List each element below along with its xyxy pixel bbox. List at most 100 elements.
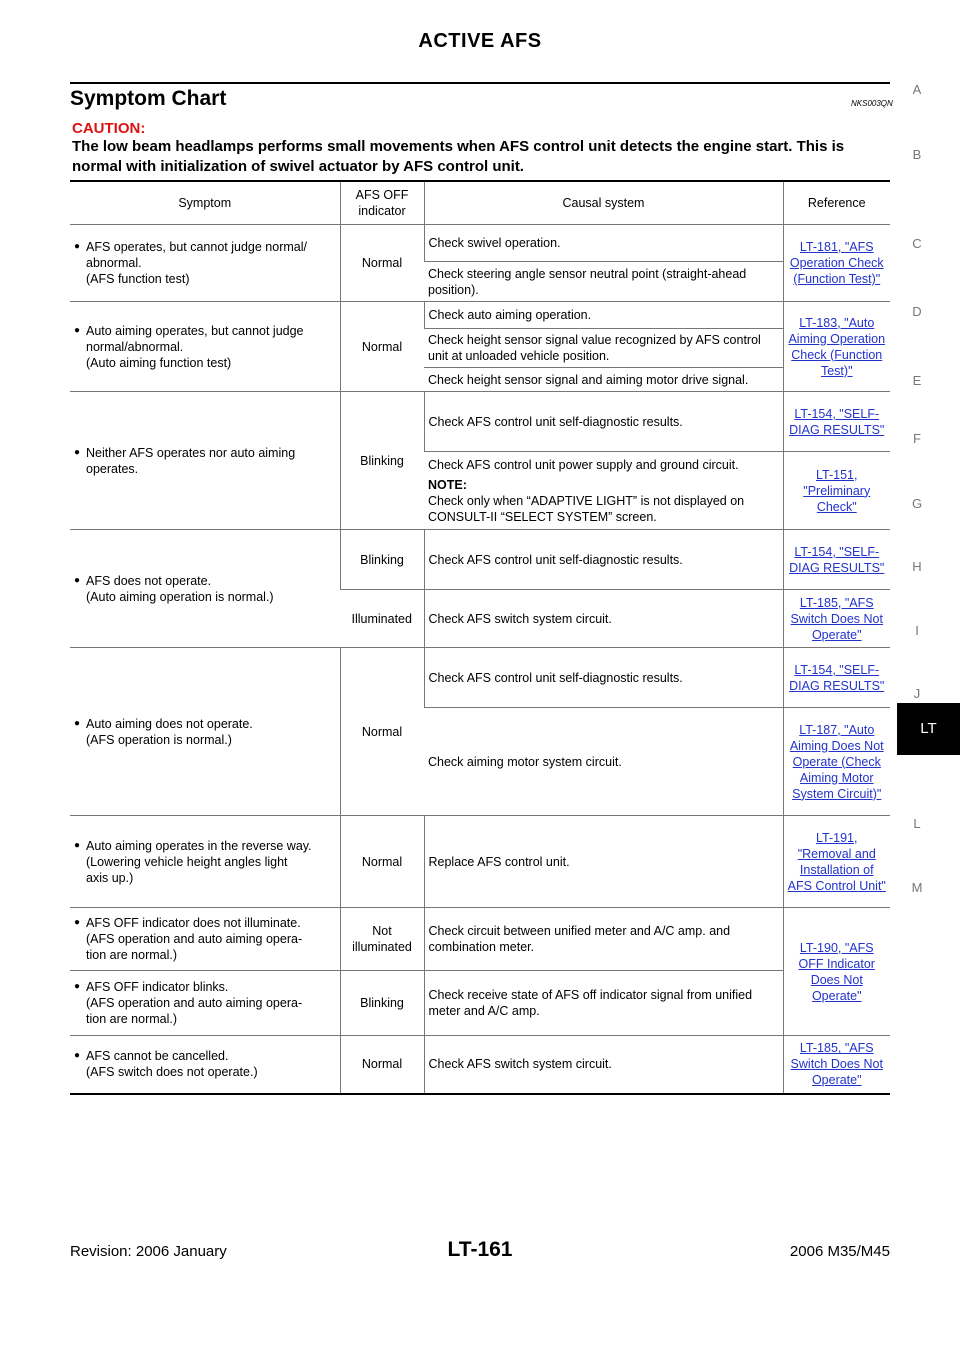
reference-cell: LT-190, "AFS OFF Indicator Does Not Oper…: [782, 907, 890, 1036]
side-index-letter[interactable]: M: [911, 880, 923, 895]
symptom-cell: ● Auto aiming operates, but cannot judge…: [70, 301, 340, 392]
bullet-icon: ●: [74, 241, 81, 252]
causal-cell: Check height sensor signal and aiming mo…: [424, 367, 783, 392]
symptom-cell: ● Auto aiming operates in the reverse wa…: [70, 815, 340, 908]
header-indicator: AFS OFF indicator: [339, 180, 424, 225]
symptom-chart-table: Symptom AFS OFF indicator Causal system …: [70, 180, 890, 1095]
bullet-icon: ●: [74, 839, 81, 851]
footer-revision: Revision: 2006 January: [70, 1243, 227, 1260]
symptom-cell: ● AFS does not operate.(Auto aiming oper…: [70, 529, 340, 648]
causal-cell: Check circuit between unified meter and …: [423, 907, 783, 971]
section-code: NKS003QN: [851, 99, 893, 108]
header-symptom: Symptom: [70, 180, 340, 225]
side-index-letter[interactable]: J: [913, 686, 921, 701]
reference-link[interactable]: LT-151, "Preliminary Check": [803, 467, 871, 514]
table-row: ● AFS cannot be cancelled.(AFS switch do…: [70, 1035, 890, 1095]
reference-link[interactable]: LT-185, "AFS Switch Does Not Operate": [790, 1041, 883, 1088]
table-row: Check height sensor signal value recogni…: [70, 328, 890, 368]
symptom-cell: ● AFS cannot be cancelled.(AFS switch do…: [70, 1035, 340, 1095]
bullet-icon: ●: [74, 981, 81, 992]
reference-link[interactable]: LT-181, "AFS Operation Check (Function T…: [789, 240, 884, 286]
side-index-letter[interactable]: G: [911, 496, 923, 511]
reference-link[interactable]: LT-185, "AFS Switch Does Not Operate": [790, 595, 883, 642]
side-index-active-tab[interactable]: LT: [897, 703, 960, 755]
side-index-letter[interactable]: A: [912, 82, 922, 97]
bullet-icon: ●: [74, 324, 81, 336]
footer-page-number: LT-161: [447, 1238, 513, 1261]
reference-cell: LT-154, "SELF-DIAG RESULTS": [782, 391, 890, 452]
side-index-letter[interactable]: E: [912, 373, 922, 388]
indicator-cell: Normal: [339, 301, 424, 392]
indicator-cell: Normal: [339, 815, 424, 908]
indicator-cell: Illuminated: [340, 589, 424, 648]
reference-link[interactable]: LT-154, "SELF-DIAG RESULTS": [789, 662, 885, 693]
section-title: Symptom Chart: [70, 87, 227, 110]
reference-cell: LT-185, "AFS Switch Does Not Operate": [782, 1035, 890, 1095]
reference-link[interactable]: LT-187, "Auto Aiming Does Not Operate (C…: [789, 722, 884, 801]
causal-cell: Check AFS control unit self-diagnostic r…: [423, 647, 783, 708]
bullet-icon: ●: [74, 574, 81, 586]
causal-cell: Check AFS switch system circuit.: [423, 1035, 783, 1095]
side-index-letter[interactable]: D: [912, 304, 922, 319]
side-index-letter[interactable]: B: [912, 147, 922, 162]
bullet-icon: ●: [74, 917, 81, 928]
header-reference: Reference: [782, 180, 890, 225]
reference-link[interactable]: LT-183, "Auto Aiming Operation Check (Fu…: [788, 315, 886, 378]
header-rule: [70, 82, 890, 84]
reference-cell: LT-185, "AFS Switch Does Not Operate": [782, 589, 890, 648]
side-index-letter[interactable]: L: [913, 816, 921, 831]
header-causal: Causal system: [423, 180, 783, 225]
reference-cell: LT-154, "SELF-DIAG RESULTS": [782, 647, 890, 708]
symptom-cell: ● Auto aiming does not operate.(AFS oper…: [70, 647, 340, 816]
causal-cell: Check swivel operation.: [423, 224, 783, 262]
table-row: Check AFS control unit power supply and …: [70, 451, 890, 530]
reference-link[interactable]: LT-191, "Removal and Installation of AFS…: [787, 830, 886, 893]
table-row: ● AFS operates, but cannot judge normal/…: [70, 224, 890, 302]
side-index-letter[interactable]: C: [912, 236, 922, 251]
page-header-title: ACTIVE AFS: [418, 30, 542, 52]
symptom-cell: ● AFS OFF indicator does not illuminate.…: [70, 907, 340, 971]
reference-cell: LT-151, "Preliminary Check": [782, 451, 890, 530]
reference-cell: LT-183, "Auto Aiming Operation Check (Fu…: [782, 301, 890, 392]
bullet-icon: ●: [74, 446, 81, 458]
side-index-letter[interactable]: F: [913, 431, 921, 446]
indicator-cell: Blinking: [339, 970, 424, 1036]
reference-link[interactable]: LT-154, "SELF-DIAG RESULTS": [789, 544, 885, 575]
note-label: NOTE:: [428, 477, 467, 492]
reference-cell: LT-187, "Auto Aiming Does Not Operate (C…: [782, 707, 890, 816]
reference-cell: LT-181, "AFS Operation Check (Function T…: [782, 224, 890, 302]
reference-cell: LT-154, "SELF-DIAG RESULTS": [782, 529, 890, 590]
reference-cell: LT-191, "Removal and Installation of AFS…: [782, 815, 890, 908]
table-row: ● Auto aiming operates, but cannot judge…: [70, 301, 890, 392]
indicator-cell: Not illuminated: [339, 907, 424, 971]
caution-label: CAUTION:: [72, 120, 146, 137]
bullet-icon: ●: [74, 717, 81, 729]
table-row: Check steering angle sensor neutral poin…: [70, 261, 890, 302]
table-row: Check aiming motor system circuit. LT-18…: [70, 707, 890, 816]
causal-cell: Replace AFS control unit.: [423, 815, 783, 908]
indicator-cell: Normal: [339, 647, 424, 816]
indicator-cell: Normal: [339, 224, 424, 302]
causal-cell: Check receive state of AFS off indicator…: [423, 970, 783, 1036]
table-header-row: Symptom AFS OFF indicator Causal system …: [70, 180, 890, 225]
causal-cell: Check AFS control unit self-diagnostic r…: [423, 529, 783, 590]
indicator-cell: Normal: [339, 1035, 424, 1095]
table-row: ● Auto aiming does not operate.(AFS oper…: [70, 647, 890, 816]
indicator-cell: Blinking: [339, 529, 424, 590]
reference-link[interactable]: LT-190, "AFS OFF Indicator Does Not Oper…: [798, 940, 875, 1003]
causal-cell: Check steering angle sensor neutral poin…: [424, 261, 783, 302]
causal-cell: Check height sensor signal value recogni…: [424, 328, 783, 368]
side-index-letter[interactable]: H: [912, 559, 922, 574]
bullet-icon: ●: [74, 1050, 81, 1062]
indicator-cell: Blinking: [339, 391, 424, 530]
causal-cell: Check AFS switch system circuit.: [423, 589, 783, 648]
table-row: ● AFS OFF indicator blinks.(AFS operatio…: [70, 970, 890, 1036]
causal-cell: Check aiming motor system circuit.: [424, 707, 783, 816]
table-row: Illuminated Check AFS switch system circ…: [70, 589, 890, 648]
side-index-letter[interactable]: I: [915, 623, 919, 638]
table-row: ● Auto aiming operates in the reverse wa…: [70, 815, 890, 908]
reference-link[interactable]: LT-154, "SELF-DIAG RESULTS": [789, 406, 885, 437]
causal-cell: Check AFS control unit self-diagnostic r…: [423, 391, 783, 452]
